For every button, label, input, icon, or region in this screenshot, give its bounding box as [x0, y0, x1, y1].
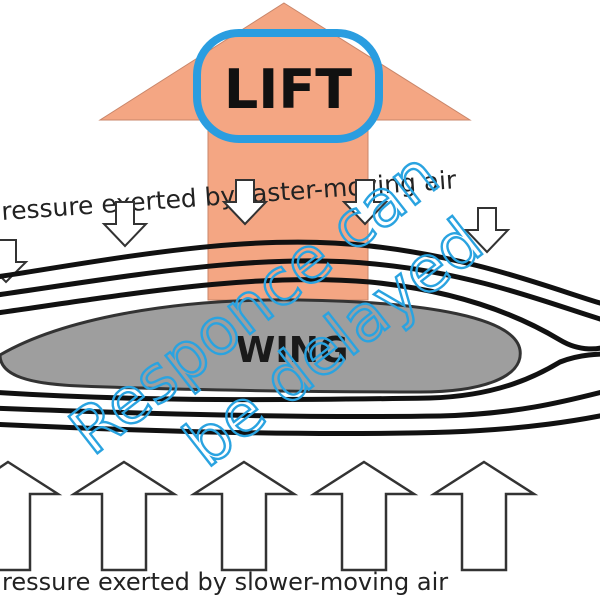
- up-arrow-icon: [0, 460, 63, 572]
- streamline: [0, 351, 600, 403]
- streamline: [0, 239, 600, 306]
- down-arrow-icon: [221, 179, 269, 226]
- airflow-streamlines: [0, 239, 600, 437]
- streamline: [0, 258, 600, 322]
- up-arrow-icon: [429, 460, 539, 572]
- down-arrow-icon: [341, 179, 389, 226]
- streamline: [0, 389, 600, 420]
- lift-label-outline: [193, 29, 383, 143]
- down-arrow-icon: [101, 201, 149, 248]
- lift-label: LIFT: [224, 58, 352, 121]
- streamline: [0, 277, 600, 352]
- downward-pressure-arrows: [0, 179, 511, 284]
- upward-pressure-arrows: [0, 460, 539, 572]
- down-arrow-icon: [463, 207, 511, 254]
- wing-airfoil: [0, 298, 522, 394]
- bottom-pressure-label: ressure exerted by slower-moving air: [2, 568, 448, 596]
- streamline: [0, 413, 600, 437]
- up-arrow-icon: [189, 460, 299, 572]
- wing-label: WING: [236, 330, 349, 371]
- up-arrow-icon: [309, 460, 419, 572]
- up-arrow-icon: [69, 460, 179, 572]
